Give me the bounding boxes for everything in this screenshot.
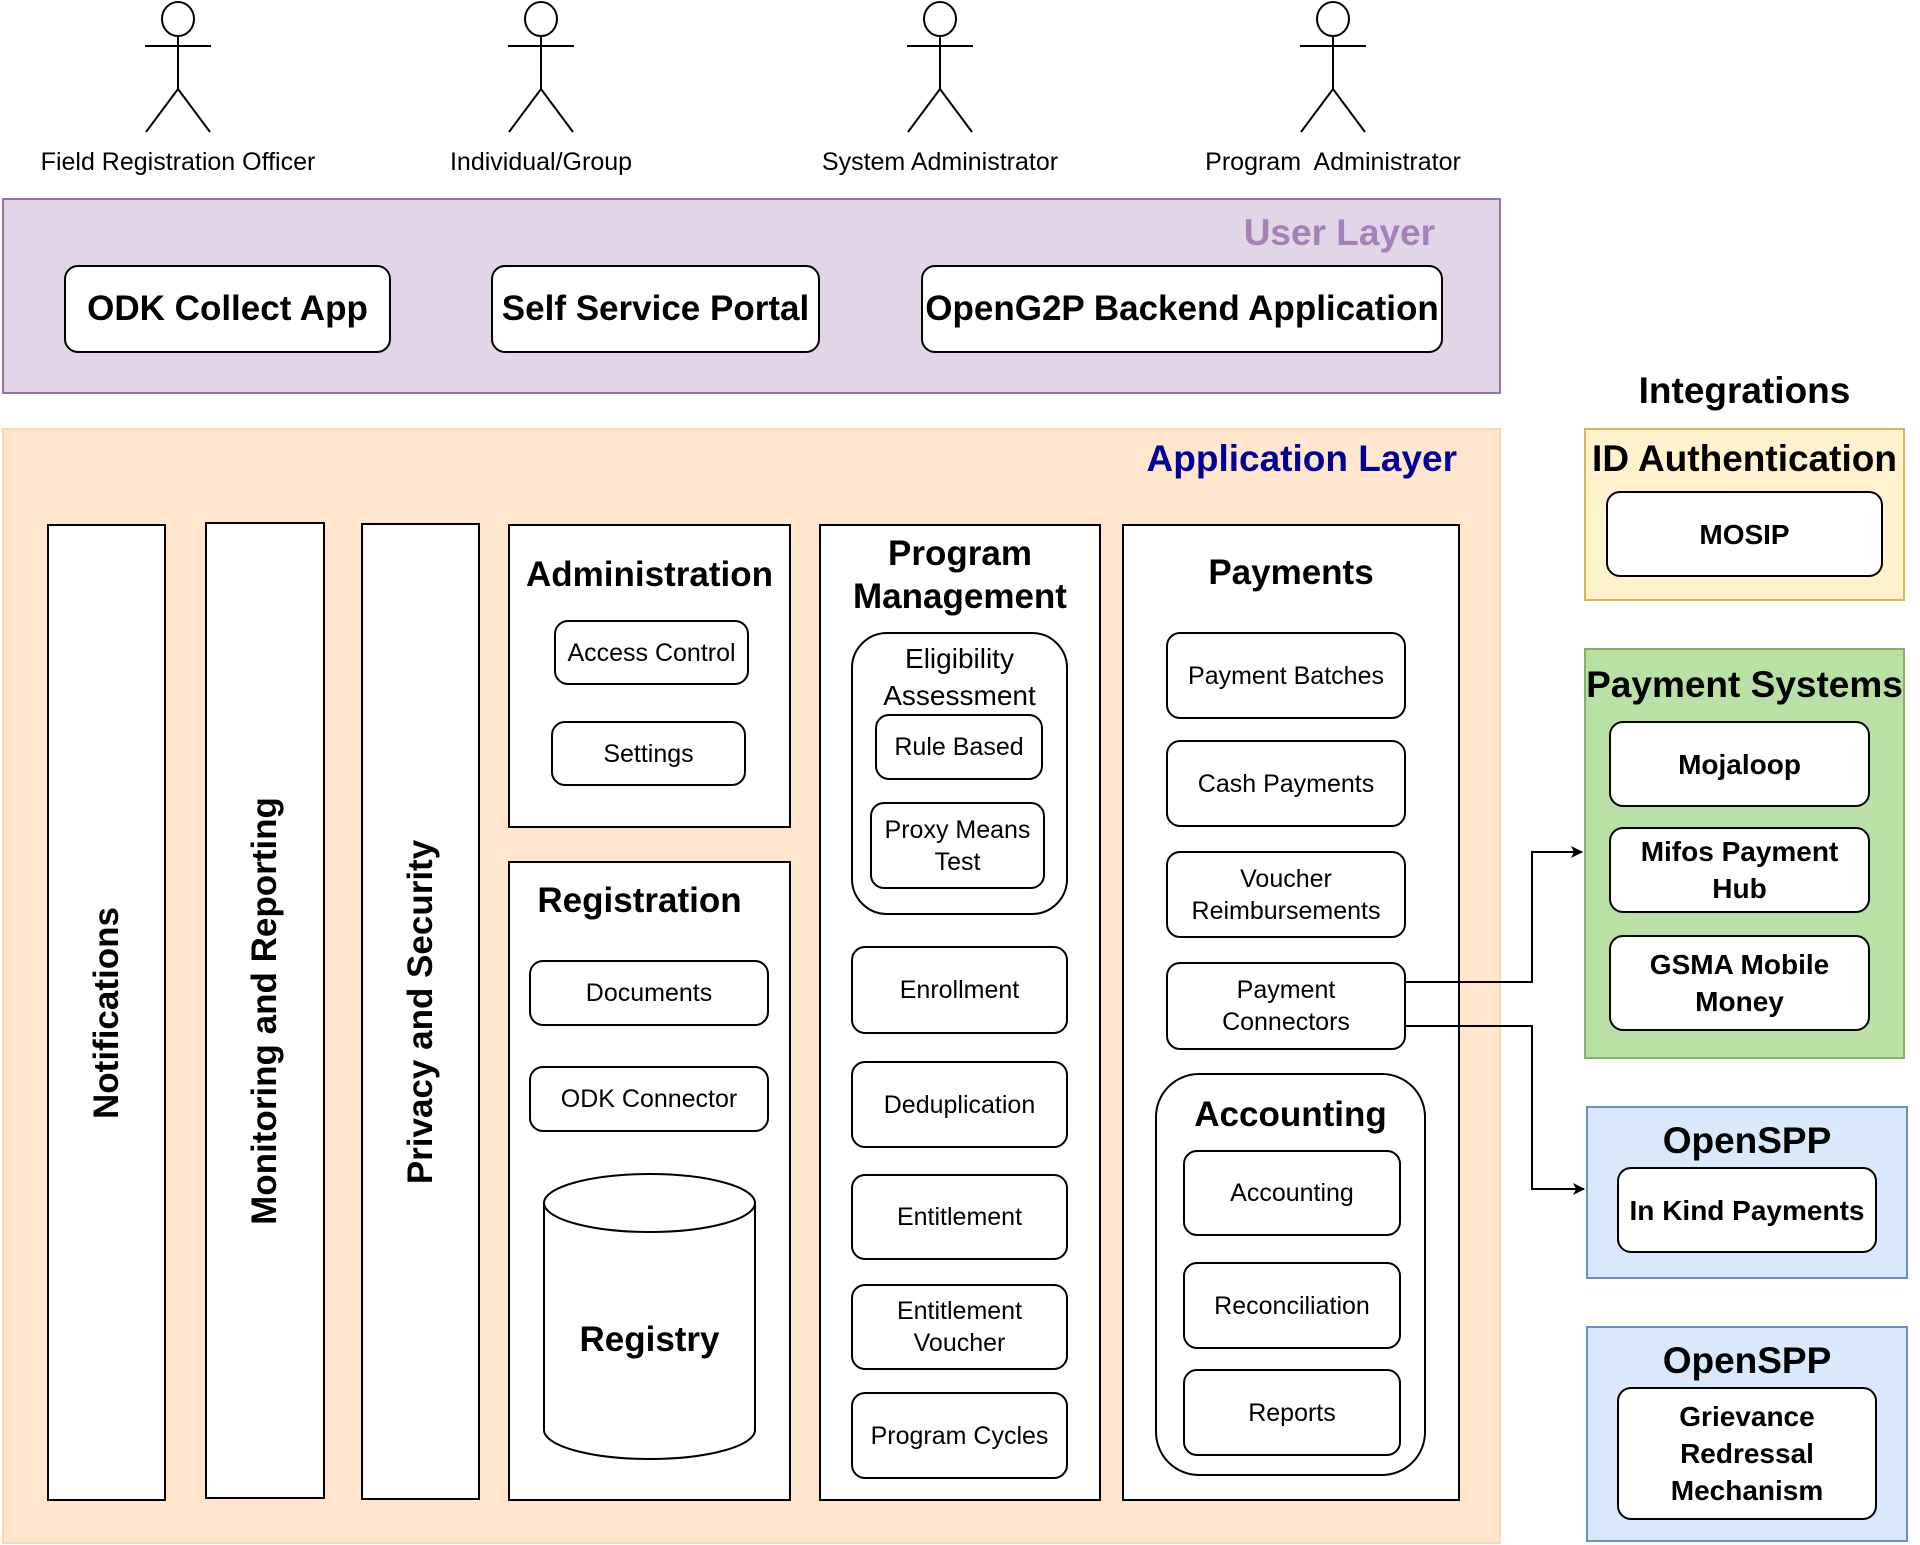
program-management-title-line1: Program <box>888 534 1032 573</box>
id-authentication-title: ID Authentication <box>1592 438 1897 479</box>
proxy-means-test-box[interactable]: Proxy Means Test <box>870 802 1045 889</box>
grievance-redressal-box[interactable]: Grievance Redressal Mechanism <box>1617 1387 1877 1520</box>
actor-icon-program-administrator <box>1300 1 1366 133</box>
integrations-title: Integrations <box>1638 370 1851 411</box>
payments-title: Payments <box>1208 553 1374 592</box>
administration-title: Administration <box>526 555 773 594</box>
eligibility-title-line1: Eligibility <box>905 643 1014 674</box>
voucher-reimbursements-box[interactable]: Voucher Reimbursements <box>1166 851 1406 938</box>
openg2p-backend-box[interactable]: OpenG2P Backend Application <box>921 265 1443 353</box>
actor-label: System Administrator <box>821 148 1059 176</box>
actor-icon-system-administrator <box>907 1 973 133</box>
actor-label: Program Administrator <box>1205 148 1461 176</box>
registration-panel: Registration <box>508 861 791 1501</box>
gsma-mobile-money-box[interactable]: GSMA Mobile Money <box>1609 935 1870 1031</box>
mifos-payment-hub-box[interactable]: Mifos Payment Hub <box>1609 827 1870 913</box>
access-control-box[interactable]: Access Control <box>554 620 749 685</box>
notifications-label: Notifications <box>86 906 126 1119</box>
reconciliation-box[interactable]: Reconciliation <box>1183 1262 1401 1349</box>
openspp-title: OpenSPP <box>1662 1120 1832 1161</box>
cash-payments-box[interactable]: Cash Payments <box>1166 740 1406 827</box>
deduplication-box[interactable]: Deduplication <box>851 1061 1068 1148</box>
privacy-security-label: Privacy and Security <box>400 839 440 1184</box>
program-management-title-line2: Management <box>853 577 1067 616</box>
payment-systems-title: Payment Systems <box>1586 664 1903 705</box>
payment-connectors-box[interactable]: Payment Connectors <box>1166 962 1406 1050</box>
monitoring-reporting-column[interactable]: Monitoring and Reporting <box>205 522 325 1499</box>
openspp-title: OpenSPP <box>1662 1340 1832 1381</box>
self-service-portal-box[interactable]: Self Service Portal <box>491 265 820 353</box>
user-layer-title: User Layer <box>1243 212 1435 253</box>
reports-box[interactable]: Reports <box>1183 1369 1401 1456</box>
actor-label: Individual/Group <box>449 148 633 176</box>
accounting-box[interactable]: Accounting <box>1183 1150 1401 1236</box>
entitlement-box[interactable]: Entitlement <box>851 1174 1068 1260</box>
accounting-group-title: Accounting <box>1194 1095 1387 1134</box>
in-kind-payments-box[interactable]: In Kind Payments <box>1617 1167 1877 1253</box>
registry-label[interactable]: Registry <box>579 1320 720 1359</box>
documents-box[interactable]: Documents <box>529 960 769 1026</box>
settings-box[interactable]: Settings <box>551 721 746 786</box>
mosip-box[interactable]: MOSIP <box>1606 491 1883 577</box>
enrollment-box[interactable]: Enrollment <box>851 946 1068 1034</box>
actor-icon-field-registration-officer <box>145 1 211 133</box>
privacy-security-column[interactable]: Privacy and Security <box>361 523 480 1500</box>
program-cycles-box[interactable]: Program Cycles <box>851 1392 1068 1479</box>
entitlement-voucher-box[interactable]: Entitlement Voucher <box>851 1284 1068 1370</box>
payment-batches-box[interactable]: Payment Batches <box>1166 632 1406 719</box>
actor-icon-individual-group <box>508 1 574 133</box>
notifications-column[interactable]: Notifications <box>47 524 166 1501</box>
odk-connector-box[interactable]: ODK Connector <box>529 1066 769 1132</box>
mojaloop-box[interactable]: Mojaloop <box>1609 721 1870 807</box>
odk-collect-app-box[interactable]: ODK Collect App <box>64 265 391 353</box>
actor-label: Field Registration Officer <box>40 148 316 176</box>
eligibility-title-line2: Assessment <box>883 680 1036 711</box>
actors-figures <box>145 1 1366 133</box>
registration-title: Registration <box>537 881 742 920</box>
rule-based-box[interactable]: Rule Based <box>875 714 1043 780</box>
application-layer-title: Application Layer <box>1146 438 1457 479</box>
monitoring-reporting-label: Monitoring and Reporting <box>245 796 284 1225</box>
